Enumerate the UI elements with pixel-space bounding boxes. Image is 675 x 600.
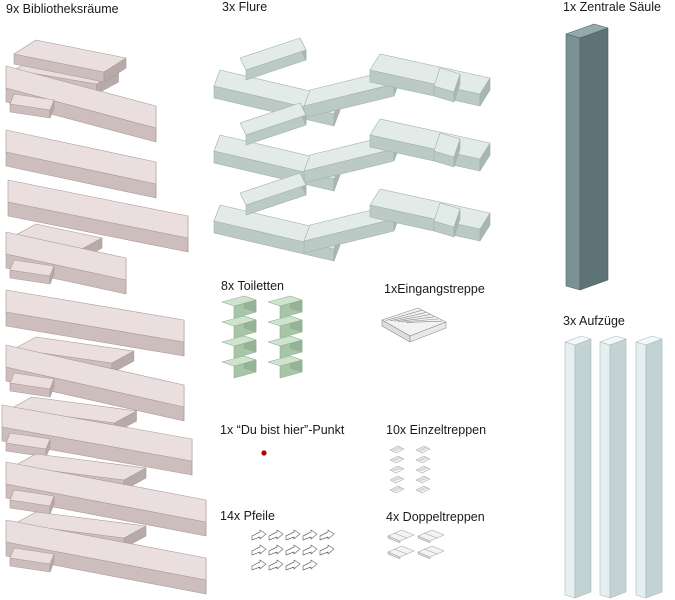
toilet xyxy=(221,335,257,359)
library-room xyxy=(5,223,127,295)
library-room xyxy=(1,396,193,476)
single-stair xyxy=(415,455,431,464)
single-stair xyxy=(389,455,405,464)
arrow xyxy=(251,559,267,571)
toilets xyxy=(221,295,303,379)
single-stairs xyxy=(389,445,431,494)
arrow xyxy=(268,544,284,556)
single-stair xyxy=(415,445,431,454)
toilet xyxy=(267,335,303,359)
library-room-top-wing xyxy=(13,39,127,83)
arrow xyxy=(285,544,301,556)
arrow xyxy=(302,544,318,556)
label-you-are-here: 1x “Du bist hier”-Punkt xyxy=(220,423,345,437)
double-stair xyxy=(417,545,445,560)
arrow xyxy=(302,529,318,541)
single-stair xyxy=(389,485,405,494)
label-rooms: 9x Bibliotheksräume xyxy=(6,2,119,16)
library-room xyxy=(5,289,185,357)
elevator xyxy=(564,335,592,599)
arrows xyxy=(251,529,335,571)
single-stair xyxy=(389,445,405,454)
single-stair xyxy=(389,465,405,474)
toilet xyxy=(221,355,257,379)
arrow xyxy=(251,529,267,541)
label-corridors: 3x Flure xyxy=(222,0,268,14)
library-rooms xyxy=(1,39,207,595)
arrow xyxy=(319,544,335,556)
you-are-here-dot xyxy=(261,450,267,456)
arrow xyxy=(251,544,267,556)
single-stair xyxy=(415,465,431,474)
library-room xyxy=(5,129,157,199)
arrow xyxy=(285,529,301,541)
elevator xyxy=(635,335,663,599)
label-toilets: 8x Toiletten xyxy=(221,279,285,293)
library-room xyxy=(5,453,207,537)
label-entrance-stairs: 1xEingangstreppe xyxy=(384,282,485,296)
single-stair xyxy=(415,475,431,484)
corridors xyxy=(213,37,491,262)
toilet xyxy=(267,355,303,379)
elevator xyxy=(599,335,627,599)
single-stair xyxy=(389,475,405,484)
label-double-stairs: 4x Doppeltreppen xyxy=(386,510,485,524)
double-stair xyxy=(387,529,415,544)
arrow xyxy=(302,559,318,571)
single-stair xyxy=(415,485,431,494)
label-elevators: 3x Aufzüge xyxy=(563,314,625,328)
label-arrows: 14x Pfeile xyxy=(220,509,275,523)
label-single-stairs: 10x Einzeltreppen xyxy=(386,423,487,437)
double-stair xyxy=(387,545,415,560)
toilet xyxy=(221,295,257,319)
toilet xyxy=(221,315,257,339)
corridor xyxy=(213,172,491,262)
arrow xyxy=(268,559,284,571)
toilet xyxy=(267,295,303,319)
library-room xyxy=(7,179,189,253)
arrow xyxy=(268,529,284,541)
elevators xyxy=(564,335,663,599)
library-room xyxy=(5,511,207,595)
arrow xyxy=(319,529,335,541)
arrow xyxy=(285,559,301,571)
corridor xyxy=(213,37,491,127)
corridor xyxy=(213,102,491,192)
label-column: 1x Zentrale Säule xyxy=(563,0,661,14)
double-stairs xyxy=(387,529,445,560)
double-stair xyxy=(417,529,445,544)
toilet xyxy=(267,315,303,339)
entrance-stairs xyxy=(381,307,447,343)
central-column xyxy=(565,23,609,291)
library-room xyxy=(5,336,185,422)
